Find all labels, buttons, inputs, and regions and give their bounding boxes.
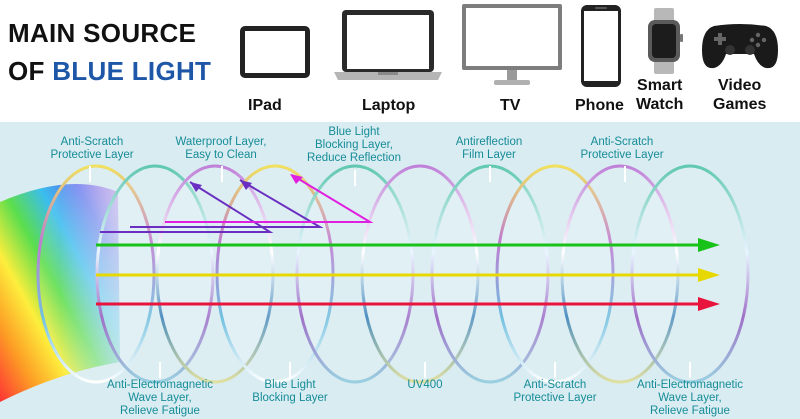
smartwatch-icon xyxy=(648,8,683,74)
layer-label-bottom-2-text: Blue Light Blocking Layer xyxy=(252,379,328,404)
arrowhead-red xyxy=(698,297,720,311)
header-panel: MAIN SOURCE OF BLUE LIGHT xyxy=(0,0,800,122)
layer-ticks xyxy=(89,166,691,378)
title-highlight: BLUE LIGHT xyxy=(52,56,212,86)
gamepad-icon xyxy=(702,24,778,69)
layer-label-top-2-text: Waterproof Layer, Easy to Clean xyxy=(175,136,267,161)
arrowhead-green xyxy=(698,238,720,252)
layer-label-bottom-4: Anti-Scratch Protective Layer xyxy=(513,379,596,405)
arrowhead-yellow xyxy=(698,268,720,282)
title-line-2: OF BLUE LIGHT xyxy=(8,56,211,87)
layer-label-bottom-3: UV400 xyxy=(407,379,442,392)
layer-label-bottom-5: Anti-Electromagnetic Wave Layer, Relieve… xyxy=(637,379,743,418)
layer-label-bottom-1: Anti-Electromagnetic Wave Layer, Relieve… xyxy=(107,379,213,418)
layer-label-bottom-5-text: Anti-Electromagnetic Wave Layer, Relieve… xyxy=(636,379,744,417)
arrowhead-purple-1 xyxy=(190,182,202,192)
title-prefix: OF xyxy=(8,56,53,86)
layer-label-top-3-text: Blue Light Blocking Layer, Reduce Reflec… xyxy=(307,126,401,164)
lens-layers-panel: Anti-Scratch Protective Layer Waterproof… xyxy=(0,122,800,419)
reflected-arrows-purple xyxy=(100,179,324,233)
device-label-tv: TV xyxy=(500,97,521,114)
device-label-ipad: IPad xyxy=(248,97,282,114)
title-line-1: MAIN SOURCE xyxy=(8,18,197,48)
layer-label-top-4-text: Antireflection Film Layer xyxy=(455,136,523,161)
layer-label-top-2: Waterproof Layer, Easy to Clean xyxy=(176,136,267,162)
device-label-phone: Phone xyxy=(575,97,624,114)
phone-icon xyxy=(581,5,621,87)
layer-label-top-3: Blue Light Blocking Layer, Reduce Reflec… xyxy=(307,126,401,165)
layer-label-top-4: Antireflection Film Layer xyxy=(456,136,522,162)
lens-diagram xyxy=(0,164,750,402)
layer-label-top-5-text: Anti-Scratch Protective Layer xyxy=(580,136,664,161)
layer-label-bottom-1-text: Anti-Electromagnetic Wave Layer, Relieve… xyxy=(106,379,214,417)
layer-label-top-5: Anti-Scratch Protective Layer xyxy=(580,136,663,162)
arrowhead-magenta xyxy=(290,174,303,184)
tablet-icon xyxy=(240,26,310,78)
device-label-laptop: Laptop xyxy=(362,97,416,114)
layer-label-bottom-2: Blue Light Blocking Layer xyxy=(252,379,327,405)
tv-icon xyxy=(462,4,562,85)
device-label-smartwatch: Smart Watch xyxy=(636,77,684,113)
beam-fade xyxy=(60,172,150,402)
layer-label-top-1: Anti-Scratch Protective Layer xyxy=(50,136,133,162)
layer-label-top-1-text: Anti-Scratch Protective Layer xyxy=(50,136,134,161)
layer-label-bottom-4-text: Anti-Scratch Protective Layer xyxy=(513,379,597,404)
reflected-arrow-magenta xyxy=(165,174,374,223)
layer-label-bottom-3-text: UV400 xyxy=(407,379,443,391)
device-label-videogames: Video Games xyxy=(713,77,767,113)
arrowhead-purple-2 xyxy=(240,180,252,190)
laptop-icon xyxy=(334,10,442,80)
